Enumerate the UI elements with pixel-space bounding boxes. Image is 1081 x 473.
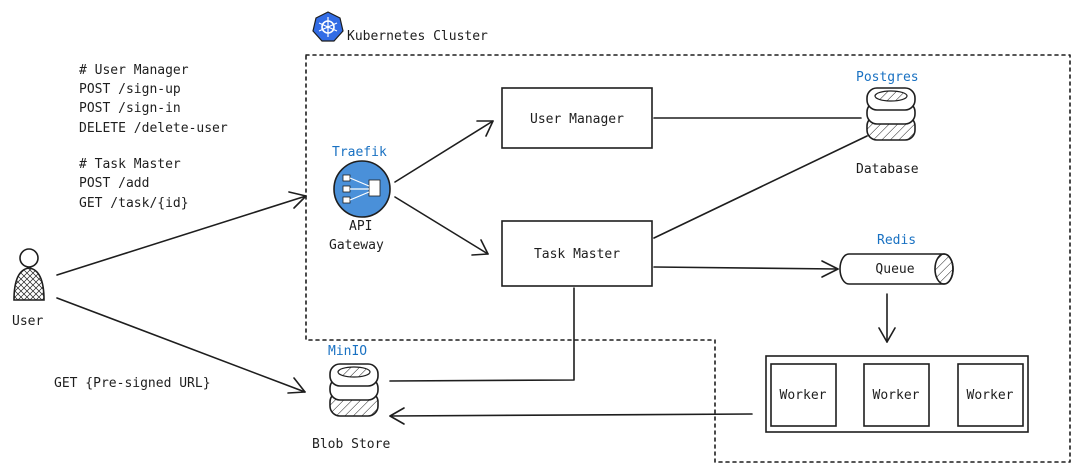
- redis-label: Queue: [875, 262, 914, 277]
- worker-box: [770, 363, 837, 427]
- connector-gateway-taskmaster: [394, 196, 489, 255]
- endpoint-line: POST /add: [79, 176, 149, 191]
- redis-tech-label: Redis: [877, 233, 916, 248]
- arrowhead: [878, 327, 896, 343]
- worker-label: Worker: [780, 388, 827, 403]
- endpoint-line: # Task Master: [79, 157, 181, 172]
- connector-taskmaster-postgres: [653, 135, 868, 239]
- connector-gateway-usermanager: [394, 120, 494, 183]
- user-label: User: [12, 314, 43, 329]
- endpoint-line: GET /task/{id}: [79, 196, 189, 211]
- kubernetes-icon: [312, 11, 344, 42]
- user-manager-box: [501, 87, 653, 149]
- user-manager-label: User Manager: [530, 112, 624, 127]
- endpoint-line: # User Manager: [79, 63, 189, 78]
- connector-taskmaster-minio: [389, 287, 575, 382]
- worker-box: [957, 363, 1024, 427]
- endpoint-line: DELETE /delete-user: [79, 121, 228, 136]
- task-master-box: [501, 220, 653, 287]
- worker-label: Worker: [873, 388, 920, 403]
- arrowhead: [287, 377, 306, 394]
- blob-store-icon: [329, 363, 379, 417]
- cluster-boundary: [305, 54, 1071, 463]
- worker-label: Worker: [967, 388, 1014, 403]
- arrowhead: [389, 407, 405, 425]
- endpoint-line: POST /sign-in: [79, 101, 181, 116]
- connector-taskmaster-redis: [653, 266, 839, 270]
- gateway-label-line1: API: [349, 219, 372, 234]
- api-gateway-icon: [333, 160, 391, 218]
- gateway-tech-label: Traefik: [332, 145, 387, 160]
- minio-label: Blob Store: [312, 437, 390, 452]
- database-icon: [866, 87, 916, 141]
- minio-tech-label: MinIO: [328, 344, 367, 359]
- endpoints-block: # User Manager POST /sign-up POST /sign-…: [79, 63, 228, 211]
- arrowhead: [476, 120, 494, 137]
- user-icon: [13, 248, 45, 301]
- arrowhead: [471, 239, 489, 256]
- connector-workers-minio: [389, 413, 753, 417]
- task-master-label: Task Master: [534, 247, 620, 262]
- postgres-tech-label: Postgres: [856, 70, 919, 85]
- postgres-label: Database: [856, 162, 919, 177]
- endpoint-line: POST /sign-up: [79, 82, 181, 97]
- connector-user-gateway: [56, 195, 307, 276]
- arrowhead: [821, 260, 839, 278]
- cluster-title: Kubernetes Cluster: [347, 29, 488, 44]
- queue-shape: [839, 253, 954, 285]
- presigned-label: GET {Pre-signed URL}: [54, 376, 211, 391]
- arrowhead: [288, 191, 307, 209]
- connector-user-minio: [56, 297, 306, 393]
- gateway-label-line2: Gateway: [329, 238, 384, 253]
- worker-box: [863, 363, 930, 427]
